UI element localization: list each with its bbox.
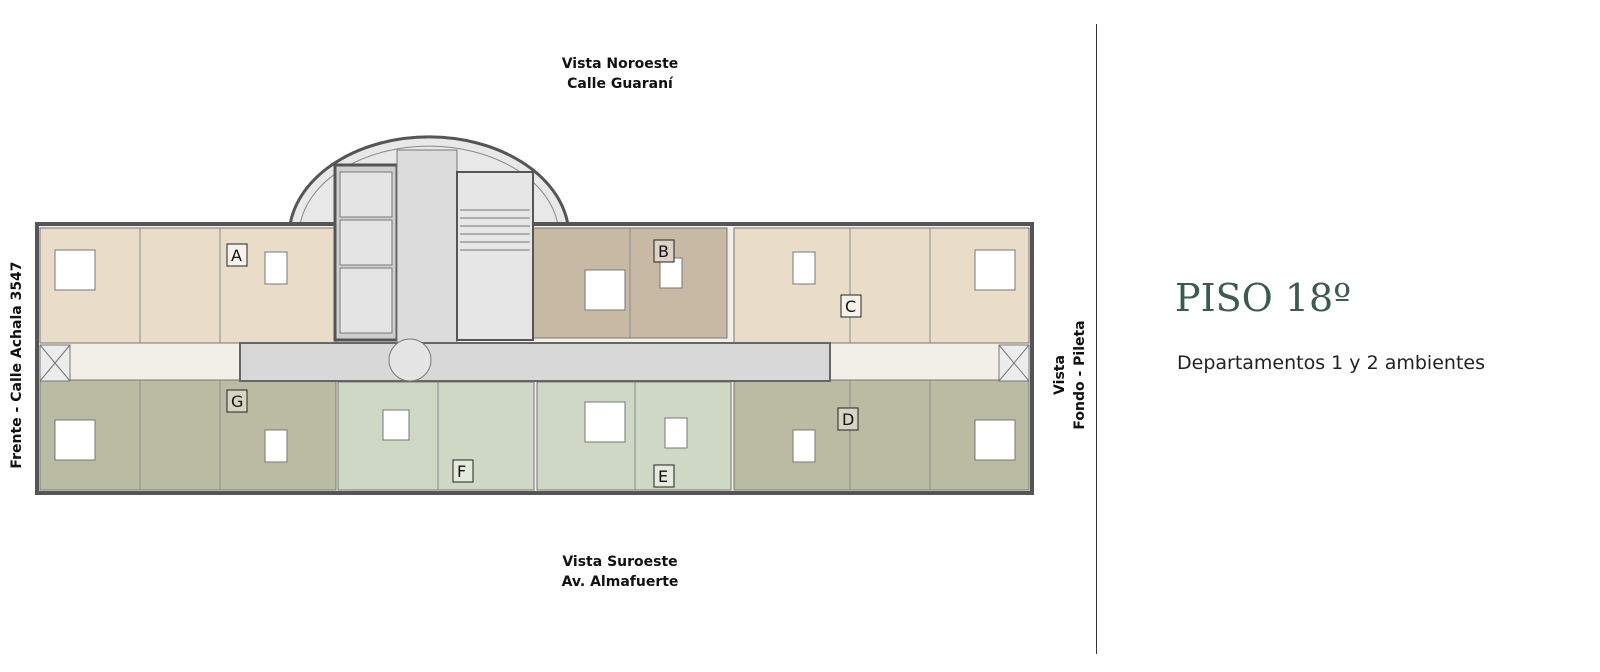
stair-block <box>456 171 534 341</box>
floor-plan: A B C D E F G <box>35 135 1034 495</box>
orientation-north: Vista Noroeste Calle Guaraní <box>520 54 720 94</box>
south-street-label: Av. Almafuerte <box>561 574 679 590</box>
core-corridor-vertical <box>396 149 458 351</box>
unit-e-area <box>536 381 732 491</box>
unit-label-c: C <box>845 297 856 316</box>
unit-label-a: A <box>231 246 242 265</box>
unit-label-f: F <box>457 462 466 481</box>
dome-inner <box>299 145 559 226</box>
unit-label-g: G <box>231 392 243 411</box>
north-view-label: Vista Noroeste <box>561 56 679 72</box>
unit-f-area <box>337 381 535 491</box>
floor-title: PISO 18º <box>1175 276 1352 320</box>
floor-subtitle: Departamentos 1 y 2 ambientes <box>1177 352 1485 374</box>
unit-label-e: E <box>658 467 668 486</box>
orientation-south: Vista Suroeste Av. Almafuerte <box>520 552 720 592</box>
south-view-label: Vista Suroeste <box>562 554 678 570</box>
north-street-label: Calle Guaraní <box>567 76 673 92</box>
vertical-divider <box>1096 24 1097 654</box>
main-corridor <box>239 342 831 382</box>
unit-label-d: D <box>842 410 854 429</box>
unit-label-b: B <box>658 242 669 261</box>
lobby-circle <box>388 338 432 382</box>
